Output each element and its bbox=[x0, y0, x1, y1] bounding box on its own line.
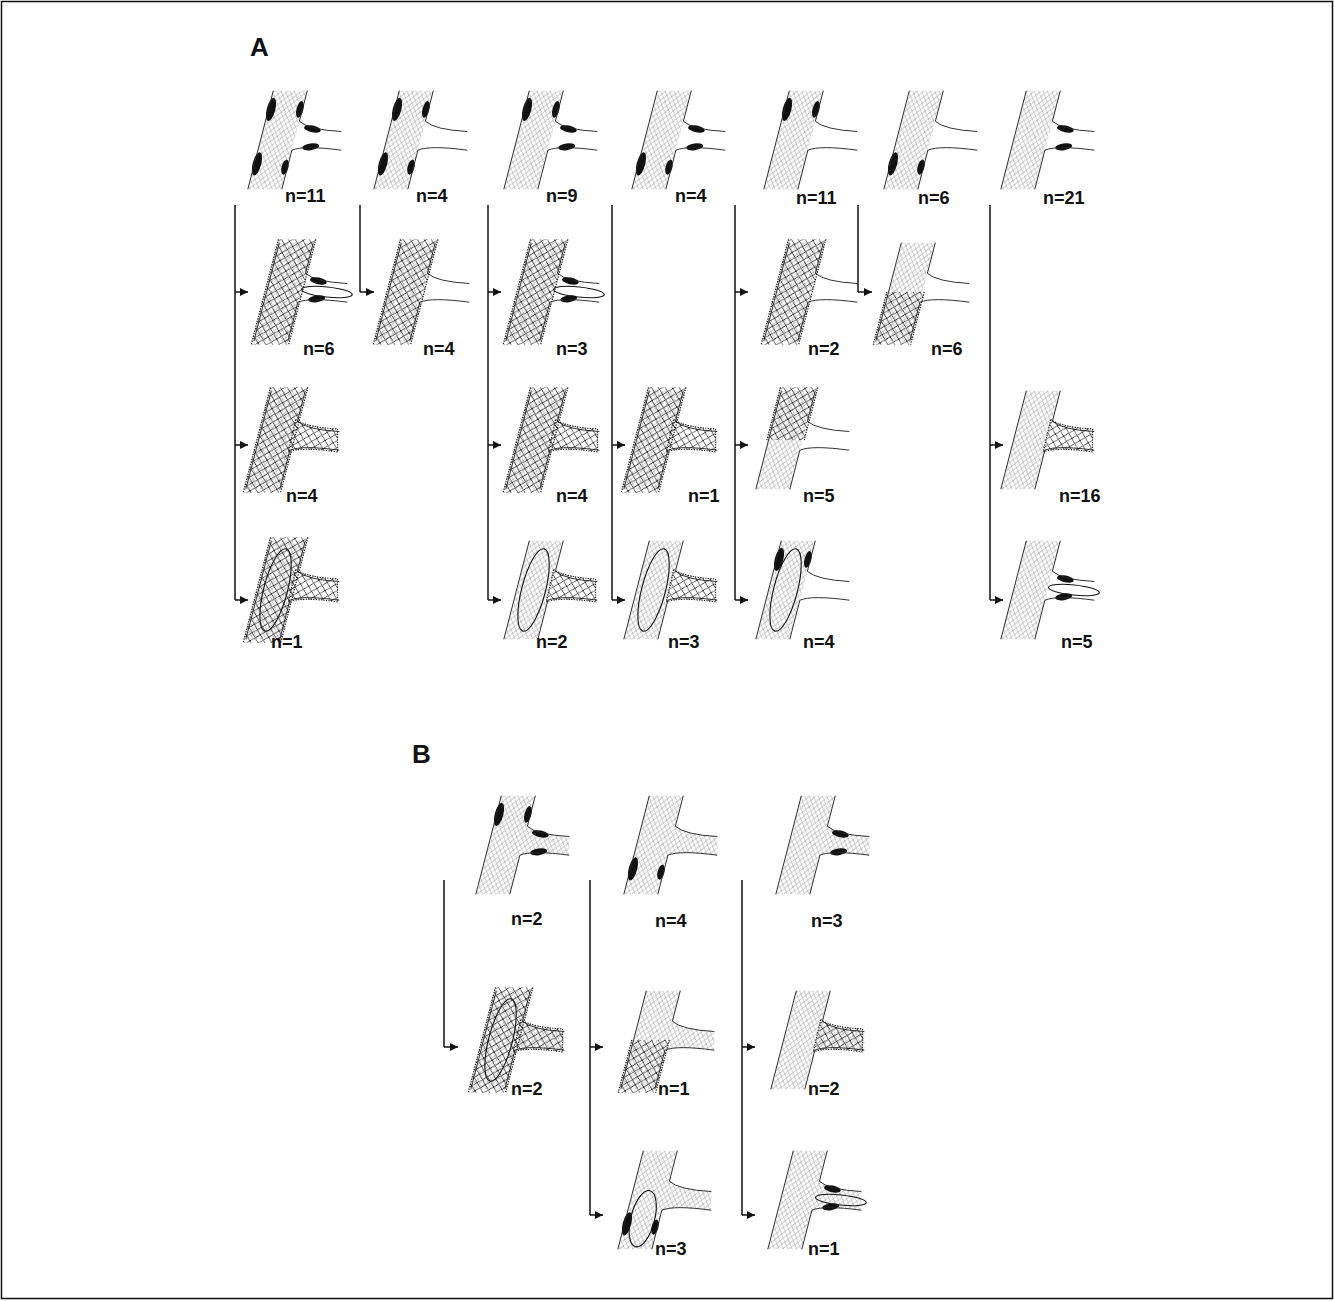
flow-arrow bbox=[990, 599, 1003, 601]
count-label: n=2 bbox=[536, 632, 568, 654]
flow-arrow bbox=[742, 1214, 755, 1216]
count-label: n=1 bbox=[808, 1239, 840, 1261]
flow-arrow bbox=[360, 291, 374, 293]
count-label: n=4 bbox=[675, 186, 707, 208]
flow-arrow bbox=[612, 599, 625, 601]
flow-arrow bbox=[444, 1046, 458, 1048]
vessel-drawing bbox=[374, 91, 468, 190]
count-label: n=5 bbox=[803, 486, 835, 508]
count-label: n=2 bbox=[511, 909, 543, 931]
flow-arrow bbox=[735, 291, 748, 293]
flow-arrow bbox=[590, 1046, 603, 1048]
vessel-drawing bbox=[776, 796, 870, 895]
vessel-drawing bbox=[373, 239, 469, 344]
vessel-drawing bbox=[251, 239, 353, 344]
count-label: n=4 bbox=[286, 486, 318, 508]
flow-arrow bbox=[742, 1046, 755, 1048]
count-label: n=6 bbox=[931, 339, 963, 361]
flow-arrow bbox=[235, 444, 248, 446]
vessel-drawing bbox=[503, 387, 599, 492]
count-label: n=4 bbox=[803, 632, 835, 654]
vessel-drawing bbox=[504, 541, 598, 640]
vessel-drawing bbox=[624, 796, 718, 895]
vessel-drawing bbox=[618, 991, 714, 1093]
count-label: n=1 bbox=[688, 486, 720, 508]
flow-arrow bbox=[488, 599, 501, 601]
vessel-drawing bbox=[632, 91, 726, 190]
vessel-drawing bbox=[1001, 91, 1095, 190]
count-label: n=16 bbox=[1059, 486, 1101, 508]
count-label: n=21 bbox=[1043, 188, 1085, 210]
vessel-drawing bbox=[756, 541, 850, 640]
count-label: n=1 bbox=[658, 1079, 690, 1101]
flow-arrow bbox=[735, 444, 748, 446]
vessel-drawing bbox=[1001, 541, 1100, 640]
count-label: n=4 bbox=[556, 486, 588, 508]
vessel-drawing bbox=[504, 91, 598, 190]
vessel-drawing bbox=[476, 796, 570, 895]
count-label: n=2 bbox=[511, 1079, 543, 1101]
vessel-drawing bbox=[618, 1151, 712, 1250]
vessel-drawing bbox=[624, 541, 718, 640]
count-label: n=3 bbox=[556, 339, 588, 361]
flow-arrow bbox=[590, 1214, 603, 1216]
flow-line bbox=[487, 205, 489, 600]
count-label: n=11 bbox=[285, 186, 326, 208]
vessel-drawing bbox=[884, 91, 978, 190]
vessel-drawing bbox=[621, 387, 717, 492]
flow-line bbox=[443, 880, 445, 1047]
vessel-drawing bbox=[768, 1151, 867, 1250]
count-label: n=2 bbox=[808, 1079, 840, 1101]
count-label: n=11 bbox=[796, 188, 837, 210]
flow-arrows bbox=[235, 205, 1003, 1215]
vessel-drawing bbox=[1001, 391, 1095, 490]
count-label: n=2 bbox=[808, 339, 840, 361]
flow-line bbox=[857, 205, 859, 292]
flow-arrow bbox=[612, 444, 625, 446]
count-label: n=3 bbox=[811, 911, 843, 933]
flow-arrow bbox=[488, 291, 501, 293]
vessel-drawing bbox=[248, 91, 341, 190]
count-label: n=4 bbox=[423, 339, 455, 361]
count-label: n=3 bbox=[655, 1239, 687, 1261]
count-label: n=4 bbox=[655, 911, 687, 933]
flow-arrow bbox=[990, 444, 1003, 446]
count-label: n=9 bbox=[546, 186, 578, 208]
vessel-drawing bbox=[873, 243, 969, 345]
vessel-drawing bbox=[764, 91, 858, 190]
count-label: n=5 bbox=[1061, 632, 1093, 654]
vessel-drawing bbox=[761, 239, 857, 344]
vessel-drawing bbox=[771, 991, 865, 1090]
flow-arrow bbox=[735, 599, 748, 601]
vessel-drawing bbox=[243, 537, 339, 642]
vessel-drawing bbox=[468, 987, 564, 1092]
panel-letter: B bbox=[412, 739, 431, 770]
flow-arrow bbox=[235, 599, 248, 601]
panel-letter: A bbox=[250, 32, 269, 63]
count-label: n=6 bbox=[303, 339, 335, 361]
vessel-drawing bbox=[243, 387, 339, 492]
flow-line bbox=[989, 205, 991, 600]
flow-arrow bbox=[858, 291, 872, 293]
count-label: n=6 bbox=[918, 188, 950, 210]
count-label: n=3 bbox=[668, 632, 700, 654]
vessel-drawing bbox=[503, 239, 605, 344]
count-label: n=4 bbox=[416, 186, 448, 208]
flow-arrow bbox=[488, 444, 501, 446]
flow-arrow bbox=[235, 291, 248, 293]
flow-line bbox=[734, 205, 736, 600]
vessel-drawing bbox=[756, 387, 850, 489]
flow-line bbox=[611, 205, 613, 600]
flow-line bbox=[359, 205, 361, 292]
count-label: n=1 bbox=[271, 632, 303, 654]
flow-line bbox=[234, 205, 236, 600]
